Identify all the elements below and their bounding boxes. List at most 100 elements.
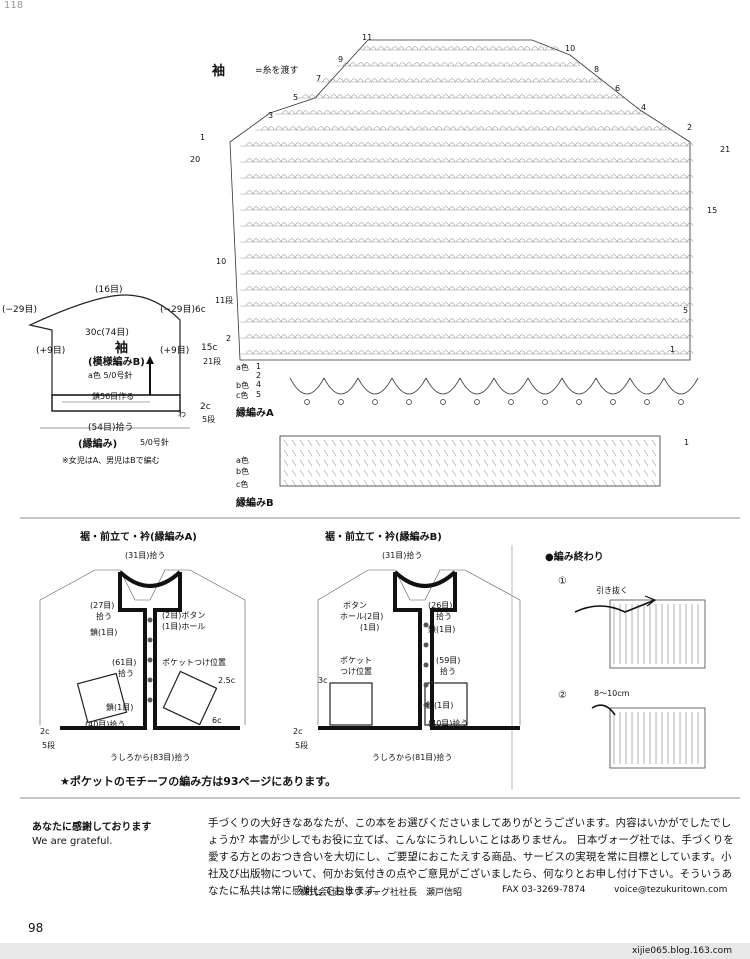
page-number: 98 <box>28 921 44 935</box>
panel-b-hem-pick: (40目)拾う <box>428 719 469 728</box>
schematic-height: 15c <box>201 343 218 353</box>
color-label: b色 <box>236 381 250 390</box>
schematic-pattern: (模様編みB) <box>88 357 145 368</box>
thanks-signature: 株式会社日本ヴォーグ社社長 瀬戸信昭 <box>300 888 463 898</box>
schematic-edge-height: 2c <box>200 402 211 412</box>
schematic-top-count: (16目) <box>95 285 123 295</box>
thanks-english: We are grateful. <box>32 836 113 847</box>
schematic-left-inc: (+9目) <box>36 346 66 356</box>
watermark: xijie065.blog.163.com <box>632 946 732 956</box>
color-row: 1 <box>256 362 262 371</box>
panel-a-edge-rows: 5段 <box>42 741 56 750</box>
panel-b-button2: ホール(2目) <box>340 612 384 621</box>
row-label: 10 <box>565 44 576 53</box>
schematic-name: 袖 <box>115 341 129 356</box>
thanks-heading: あなたに感謝しております <box>32 822 152 833</box>
row-label: 10 <box>216 257 227 266</box>
panel-b-front-lower: (59目) <box>436 656 461 665</box>
finish-step1: ① <box>558 576 567 587</box>
row-label: 8 <box>594 65 600 74</box>
panel-a-chain1: 鎖(1目) <box>90 628 118 637</box>
panel-a-chain2: 鎖(1目) <box>106 703 134 712</box>
finish-title: ●編み終わり <box>545 552 604 563</box>
panel-b-front-pick: (26目) <box>428 601 453 610</box>
edge-b-row: 1 <box>684 438 690 447</box>
panel-b-front-lower2: 拾う <box>440 667 456 676</box>
corner-note: 118 <box>4 0 24 11</box>
panel-a-dim-25: 2.5c <box>218 676 236 685</box>
thanks-fax: FAX 03-3269-7874 <box>502 885 586 895</box>
panel-b-title: 裾・前立て・衿(縁編みB) <box>325 532 442 543</box>
panel-a-button2: (1目)ホール <box>162 622 206 631</box>
row-label: 9 <box>338 55 344 64</box>
panel-a-edge-h: 2c <box>40 727 50 736</box>
color-row: 2 <box>256 371 262 380</box>
row-label: 1 <box>200 133 206 142</box>
schematic-right-dec: (−29目)6c <box>160 305 206 315</box>
schematic-left-dec: (−29目) <box>2 305 38 315</box>
panel-a-front-lower2: 拾う <box>118 669 134 678</box>
schematic-wa: わ <box>178 410 186 419</box>
finish-step2-label: 8〜10cm <box>594 689 630 698</box>
cardigan-a-outline <box>39 569 246 730</box>
color-label: a色 <box>236 363 249 372</box>
sleeve-chart-title: 袖 <box>212 64 226 79</box>
row-label: 2 <box>687 123 693 132</box>
schematic-note: ※女児はA、男児はBで編む <box>62 456 160 465</box>
row-label: 5 <box>293 93 299 102</box>
schematic-right-inc: (+9目) <box>160 346 190 356</box>
schematic-bottom-needle: 5/0号針 <box>140 438 169 447</box>
panel-b-pocket-pos2: つけ位置 <box>340 667 372 676</box>
schematic-width: 30c(74目) <box>85 328 129 338</box>
row-label: 3 <box>268 111 274 120</box>
panel-a-pocket-pos: ポケットつけ位置 <box>162 658 226 667</box>
panel-b-dim-3: 3c <box>318 676 328 685</box>
panel-b-chain1: 鎖(1目) <box>428 625 456 634</box>
row-label: 1 <box>670 345 676 354</box>
row-label: 6 <box>615 84 621 93</box>
panel-a-dim-6: 6c <box>212 716 222 725</box>
schematic-cast-on: 鎖56目作る <box>92 392 135 401</box>
sleeve-chart-grid <box>229 39 699 405</box>
row-label: 7 <box>316 74 322 83</box>
pocket-note: ★ポケットのモチーフの編み方は93ページにあります。 <box>60 775 337 788</box>
row-label: 20 <box>190 155 201 164</box>
panel-b-back-pick: うしろから(81目)拾う <box>372 753 453 762</box>
edge-b-color: a色 <box>236 456 249 465</box>
panel-a-neck: (31目)拾う <box>125 551 166 560</box>
schematic-rows: 11段 <box>215 296 234 305</box>
row-label: 21 <box>720 145 731 154</box>
panel-b-button3: (1目) <box>360 623 380 632</box>
thread-carry-legend: =糸を渡す <box>255 66 299 76</box>
schematic-height-rows: 21段 <box>203 357 222 366</box>
finish-swatches <box>574 595 706 769</box>
schematic-bottom-edge: (縁編み) <box>78 439 118 450</box>
panel-b-button: ボタン <box>343 601 367 610</box>
color-row: 4 <box>256 380 262 389</box>
panel-b-pocket-pos: ポケット <box>340 656 372 665</box>
footer-bar <box>0 943 750 959</box>
edge-b-color: c色 <box>236 480 249 489</box>
panel-a-back-pick: うしろから(83目)拾う <box>110 753 191 762</box>
cardigan-b-outline <box>317 569 521 730</box>
schematic-bottom-count: (54目)拾う <box>88 423 134 433</box>
sleeve-schematic <box>28 294 190 429</box>
row-label: 4 <box>641 103 647 112</box>
panel-b-edge-h: 2c <box>293 727 303 736</box>
edge-a-title: 縁編みA <box>236 408 274 419</box>
color-label: c色 <box>236 391 249 400</box>
finish-step1-label: 引き抜く <box>596 586 628 595</box>
edge-b-color: b色 <box>236 467 250 476</box>
finish-step2: ② <box>558 690 567 701</box>
row-label: 11 <box>362 33 373 42</box>
row-label: 2 <box>226 334 232 343</box>
panel-b-front-pick2: 拾う <box>436 612 452 621</box>
panel-a-front-lower: (61目) <box>112 658 137 667</box>
panel-a-front-pick: (27目) <box>90 601 115 610</box>
schematic-edge-rows: 5段 <box>202 415 216 424</box>
row-label: 5 <box>683 306 689 315</box>
edge-b-chart <box>279 435 661 487</box>
panel-a-hem-pick: (40目)拾う <box>85 720 126 729</box>
row-label: 15 <box>707 206 718 215</box>
